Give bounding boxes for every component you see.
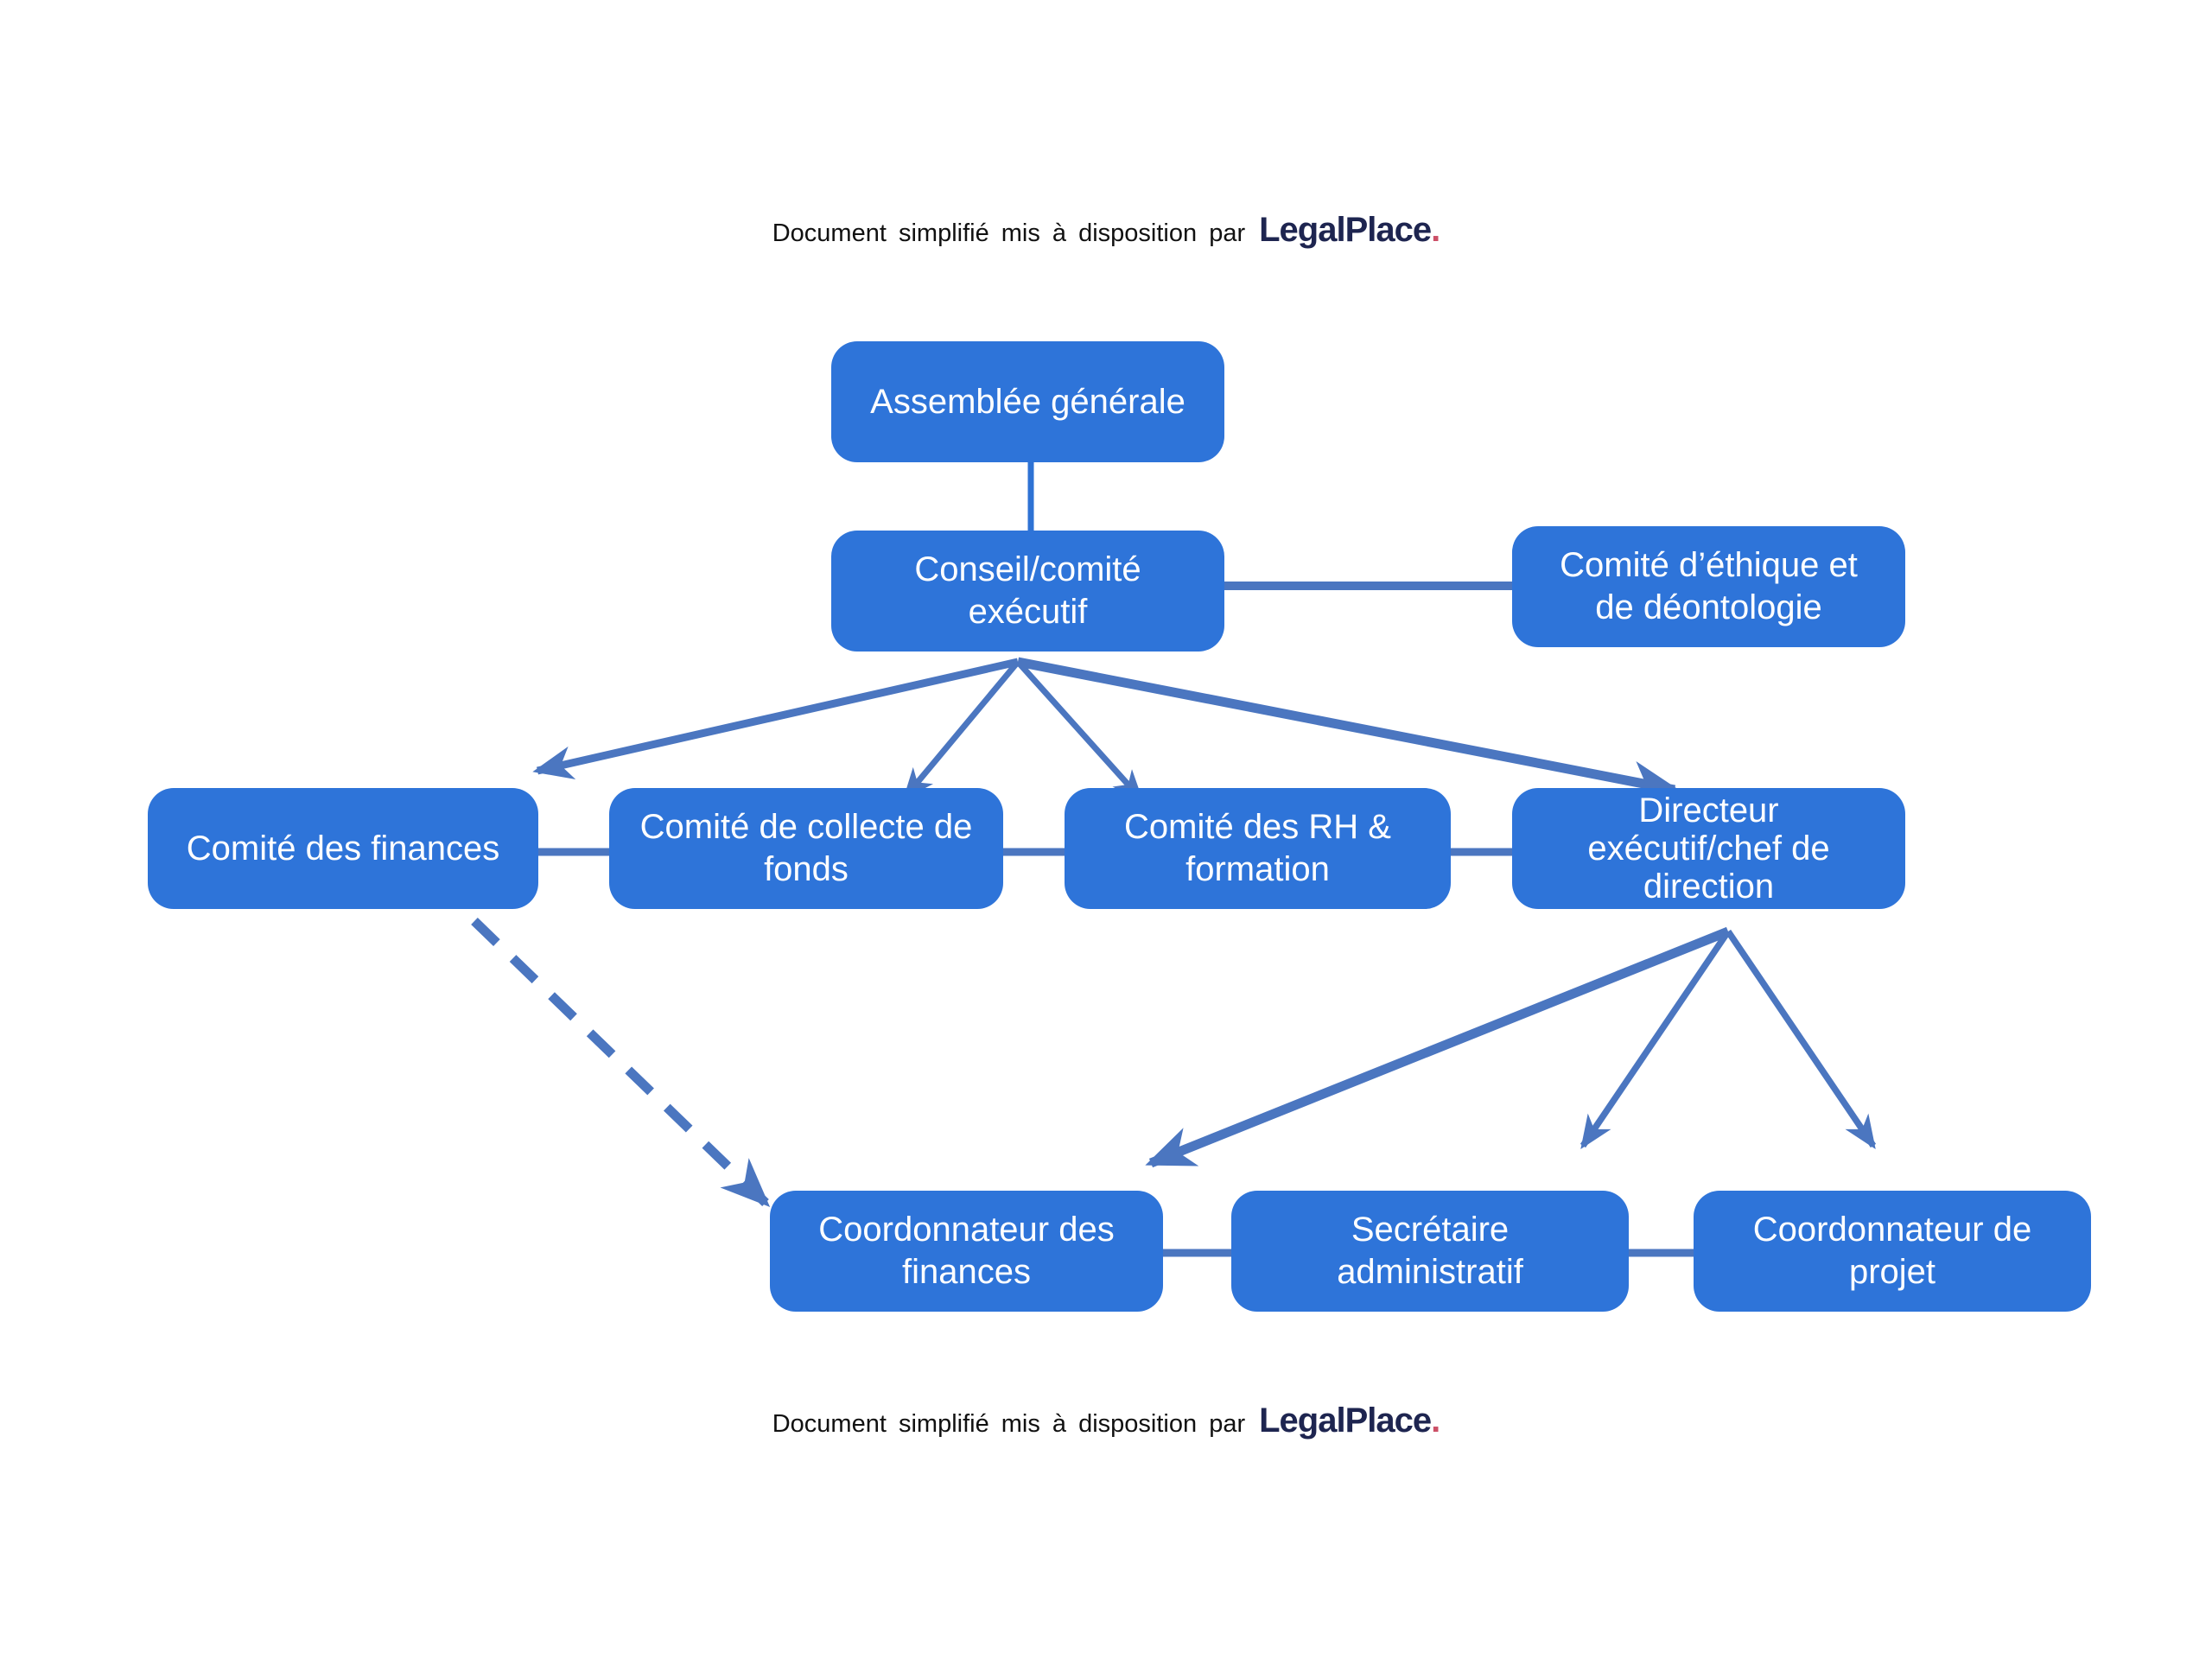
arrow-conseil-directeur xyxy=(1016,657,1681,802)
logo-dot: . xyxy=(1431,1402,1440,1440)
arrow-dashed-finances-coordfin xyxy=(471,918,771,1207)
arrow-conseil-rh xyxy=(1015,659,1144,802)
node-comite-finances: Comité des finances xyxy=(148,788,538,909)
logo-dot: . xyxy=(1431,211,1440,249)
arrow-conseil-finances xyxy=(532,658,1019,779)
arrow-directeur-coordproj xyxy=(1725,929,1877,1150)
caption-text: Document simplifié mis à disposition par xyxy=(772,1410,1246,1438)
node-comite-ethique: Comité d’éthique et de déontologie xyxy=(1512,526,1905,647)
arrow-directeur-coordfin xyxy=(1145,926,1731,1168)
legalplace-logo: LegalPlace. xyxy=(1259,1402,1440,1440)
legalplace-logo: LegalPlace. xyxy=(1259,211,1440,249)
node-coordonnateur-finances: Coordonnateur des finances xyxy=(770,1191,1163,1312)
node-conseil-comite-executif: Conseil/comité exécutif xyxy=(831,531,1224,652)
header-caption: Document simplifié mis à disposition par… xyxy=(0,211,2212,250)
caption-text: Document simplifié mis à disposition par xyxy=(772,219,1246,247)
node-comite-rh-formation: Comité des RH & formation xyxy=(1065,788,1451,909)
footer-caption: Document simplifié mis à disposition par… xyxy=(0,1402,2212,1440)
node-directeur-executif: Directeur exécutif/chef de direction xyxy=(1512,788,1905,909)
node-coordonnateur-projet: Coordonnateur de projet xyxy=(1694,1191,2091,1312)
arrow-directeur-secretaire xyxy=(1580,929,1732,1150)
node-comite-collecte-fonds: Comité de collecte de fonds xyxy=(609,788,1003,909)
node-assemblee-generale: Assemblée générale xyxy=(831,341,1224,462)
node-secretaire-administratif: Secrétaire administratif xyxy=(1231,1191,1629,1312)
arrow-conseil-collecte xyxy=(903,659,1020,800)
